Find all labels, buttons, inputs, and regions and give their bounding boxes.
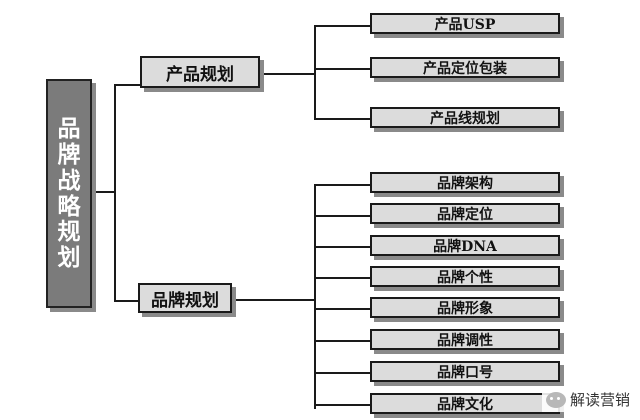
leaf-node-brand-positioning: 品牌定位 [370, 203, 560, 224]
leaf-connector [314, 372, 370, 374]
leaf-connector [314, 277, 370, 279]
leaf-connector [314, 25, 370, 27]
leaf-node-brand-dna: 品牌DNA [370, 235, 560, 256]
product-spine [314, 25, 316, 119]
leaf-node-product-line: 产品线规划 [370, 107, 560, 128]
branch-node-brand-planning: 品牌规划 [138, 283, 232, 313]
leaf-node-brand-slogan: 品牌口号 [370, 361, 560, 382]
leaf-connector [314, 404, 370, 406]
leaf-connector [314, 68, 370, 70]
watermark-text: 解读营销 [569, 391, 630, 409]
leaf-node-product-positioning: 产品定位包装 [370, 57, 560, 78]
branch-node-product-planning: 产品规划 [140, 56, 260, 88]
leaf-connector [314, 246, 370, 248]
leaf-connector [314, 340, 370, 342]
brand-spine [314, 184, 316, 409]
wechat-icon [545, 391, 566, 408]
leaf-node-brand-tone: 品牌调性 [370, 329, 560, 350]
leaf-node-brand-culture: 品牌文化 [370, 393, 560, 414]
leaf-connector [314, 118, 370, 120]
leaf-connector [314, 215, 370, 217]
leaf-node-product-usp: 产品USP [370, 13, 560, 34]
leaf-node-brand-image: 品牌形象 [370, 297, 560, 318]
leaf-node-brand-personality: 品牌个性 [370, 266, 560, 287]
branch-spine [114, 84, 116, 302]
product-connector [260, 73, 316, 75]
branch-connector-brand [114, 300, 138, 302]
brand-connector [232, 299, 316, 301]
leaf-connector [314, 184, 370, 186]
leaf-connector [314, 308, 370, 310]
root-node: 品牌战略规划 [46, 79, 92, 308]
watermark: 解读营销 [541, 387, 634, 412]
branch-connector-product [114, 84, 140, 86]
root-connector [92, 191, 116, 193]
leaf-node-brand-architecture: 品牌架构 [370, 172, 560, 193]
